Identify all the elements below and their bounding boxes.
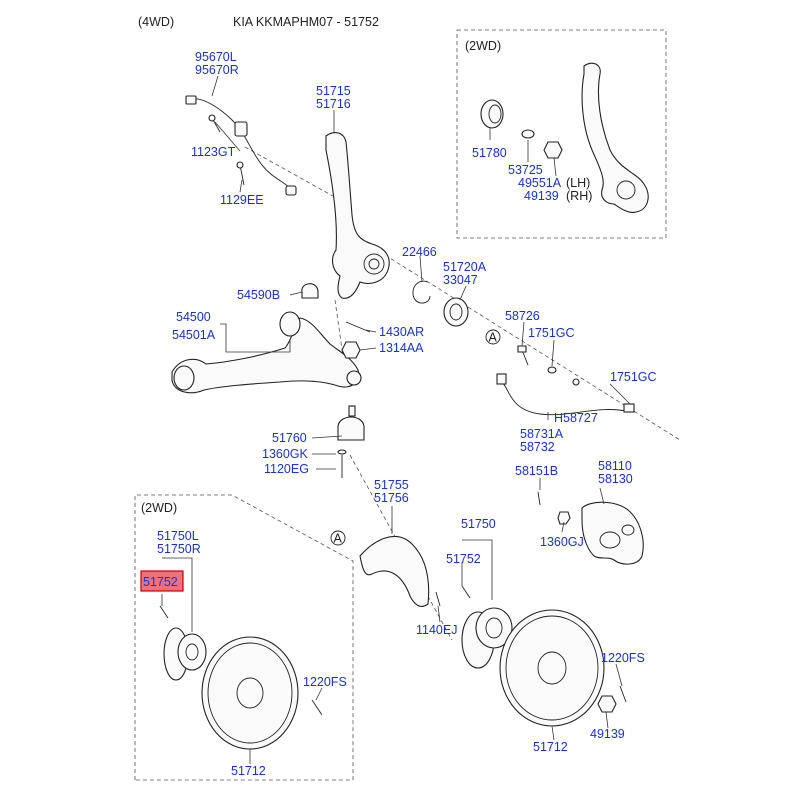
part-label-51780[interactable]: 51780 [472,146,507,160]
bolt-1430ar [345,321,371,333]
part-label-1220fs-left[interactable]: 1220FS [303,675,347,689]
svg-text:A: A [489,331,498,345]
side-label-rh: (RH) [566,189,592,203]
steering-knuckle-2wd [581,62,649,213]
part-label-58110[interactable]: 58110 [598,459,632,473]
callout-a-bottom: A [330,530,346,546]
part-label-58151b[interactable]: 58151B [515,464,558,478]
drive-variant-label: (4WD) [138,15,174,29]
hub-bolt-2wd [159,605,169,619]
part-label-58726[interactable]: 58726 [505,309,540,323]
part-label-51752-right[interactable]: 51752 [446,552,481,566]
part-label-1751gc-b[interactable]: 1751GC [610,370,657,384]
part-label-1360gj[interactable]: 1360GJ [540,535,584,549]
nut-49139-right [597,695,617,713]
part-label-1751gc-a[interactable]: 1751GC [528,326,575,340]
steering-knuckle-4wd [325,132,390,299]
part-label-95670l[interactable]: 95670L [195,50,237,64]
inset-frame-top-2wd: (2WD) [456,29,667,239]
screw-1220fs-left [311,699,323,716]
part-label-95670r[interactable]: 95670R [195,63,239,77]
bolt-1120eg [337,449,347,478]
highlighted-part-box [140,570,184,592]
part-label-49551a[interactable]: 49551A [518,176,562,190]
snap-ring-22466 [412,280,431,304]
part-label-51712-right[interactable]: 51712 [533,740,568,754]
part-label-51760[interactable]: 51760 [272,431,307,445]
washer-53725 [521,129,535,139]
part-label-51752-highlighted[interactable]: 51752 [143,575,178,589]
part-label-33047[interactable]: 33047 [443,273,478,287]
screw-1220fs-right [619,685,627,703]
part-label-54501a[interactable]: 54501A [172,328,216,342]
wheel-speed-sensor [185,95,297,196]
part-label-1140ej[interactable]: 1140EJ [416,623,457,637]
part-label-1314aa[interactable]: 1314AA [379,341,424,355]
bolt-1123gt [208,114,221,133]
part-label-51715[interactable]: 51715 [316,84,351,98]
bolt-1129ee [236,161,245,186]
part-label-1430ar[interactable]: 1430AR [379,325,424,339]
part-label-51756[interactable]: 51756 [374,491,409,505]
washer-1751gc [547,366,557,374]
assembly-guide-lines [244,146,681,641]
part-number-labels: 95670L 95670R 1123GT 1129EE 51715 51716 … [143,50,657,778]
callout-a-top: A [485,329,501,345]
part-label-54590b[interactable]: 54590B [237,288,280,302]
lower-ball-joint-51760 [337,405,365,441]
bolt-1140ej [435,591,441,607]
part-label-1129ee[interactable]: 1129EE [220,193,264,207]
dust-seal-51780 [480,99,504,129]
inset-bottom-label: (2WD) [141,501,177,515]
brake-disc-4wd [499,609,605,727]
part-label-51750l[interactable]: 51750L [157,529,199,543]
part-label-49139-top[interactable]: 49139 [524,189,559,203]
part-label-54500[interactable]: 54500 [176,310,211,324]
bolt-58151b [537,491,541,506]
inset-frame-bottom-2wd: (2WD) [134,494,354,781]
leader-lines [161,75,631,764]
part-label-51755[interactable]: 51755 [374,478,409,492]
part-label-49139-right[interactable]: 49139 [590,727,625,741]
part-label-1360gk[interactable]: 1360GK [262,447,309,461]
bolt-1360gj [557,511,571,525]
wheel-hub-4wd [461,607,513,669]
part-label-58130[interactable]: 58130 [598,472,633,486]
hub-bolt-4wd [461,585,471,599]
part-label-51720a[interactable]: 51720A [443,260,487,274]
brake-caliper-58110 [581,501,644,565]
part-label-58732[interactable]: 58732 [520,440,555,454]
side-label-lh: (LH) [566,176,590,190]
part-label-51716[interactable]: 51716 [316,97,351,111]
ball-joint-54590b [301,283,319,299]
part-label-51712-left[interactable]: 51712 [231,764,266,778]
inset-top-label: (2WD) [465,39,501,53]
nut-1314aa [341,341,361,359]
part-label-53725[interactable]: 53725 [508,163,543,177]
part-label-22466[interactable]: 22466 [402,245,437,259]
part-label-1220fs-right[interactable]: 1220FS [601,651,645,665]
part-label-51750[interactable]: 51750 [461,517,496,531]
brake-disc-2wd [201,636,299,750]
part-label-58731a[interactable]: 58731A [520,427,564,441]
wheel-bearing-51720a [443,297,469,327]
part-label-51750r[interactable]: 51750R [157,542,201,556]
wheel-hub-2wd [163,627,207,681]
lock-nut-49551a [543,141,563,159]
brake-dust-cover-51755 [359,535,430,607]
svg-text:A: A [334,532,343,546]
diagram-title: KIA KKMAPHM07 - 51752 [233,15,379,29]
brake-hose [496,373,635,416]
bolt-58726 [517,345,529,366]
part-label-1123gt[interactable]: 1123GT [191,145,236,159]
part-label-1120eg[interactable]: 1120EG [264,462,309,476]
part-label-h58727[interactable]: H58727 [554,411,598,425]
